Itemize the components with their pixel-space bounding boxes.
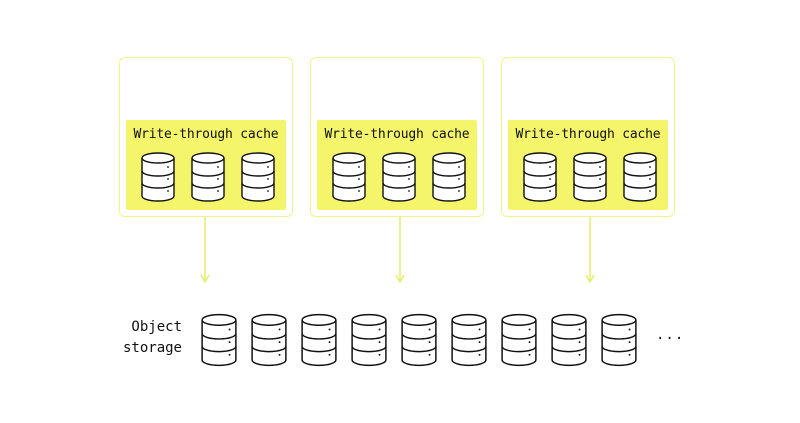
database-cylinder-icon — [451, 313, 487, 367]
write-through-cache-2: Write-through cache — [317, 120, 477, 210]
arrow-down-icon — [395, 217, 405, 283]
database-cylinder-icon — [141, 152, 175, 202]
more-storage-ellipsis: ... — [656, 327, 685, 343]
database-cylinder-icon — [332, 152, 366, 202]
write-through-cache-1: Write-through cache — [126, 120, 286, 210]
database-cylinder-icon — [251, 313, 287, 367]
compute-node-2: Write-through cache — [310, 57, 484, 217]
database-cylinder-icon — [623, 152, 657, 202]
database-cylinder-icon — [382, 152, 416, 202]
database-cylinder-icon — [432, 152, 466, 202]
database-cylinder-icon — [401, 313, 437, 367]
compute-node-1: Write-through cache — [119, 57, 293, 217]
database-cylinder-icon — [201, 313, 237, 367]
compute-node-3: Write-through cache — [501, 57, 675, 217]
cache-label: Write-through cache — [324, 127, 470, 142]
cache-label: Write-through cache — [133, 127, 279, 142]
database-cylinder-icon — [301, 313, 337, 367]
object-storage-label: Object storage — [122, 319, 182, 356]
database-cylinder-icon — [191, 152, 225, 202]
cache-label: Write-through cache — [515, 127, 661, 142]
database-cylinder-icon — [241, 152, 275, 202]
database-cylinder-icon — [601, 313, 637, 367]
write-through-cache-3: Write-through cache — [508, 120, 668, 210]
database-cylinder-icon — [573, 152, 607, 202]
database-cylinder-icon — [351, 313, 387, 367]
database-cylinder-icon — [523, 152, 557, 202]
database-cylinder-icon — [501, 313, 537, 367]
database-cylinder-icon — [551, 313, 587, 367]
arrow-down-icon — [585, 217, 595, 283]
arrow-down-icon — [200, 217, 210, 283]
